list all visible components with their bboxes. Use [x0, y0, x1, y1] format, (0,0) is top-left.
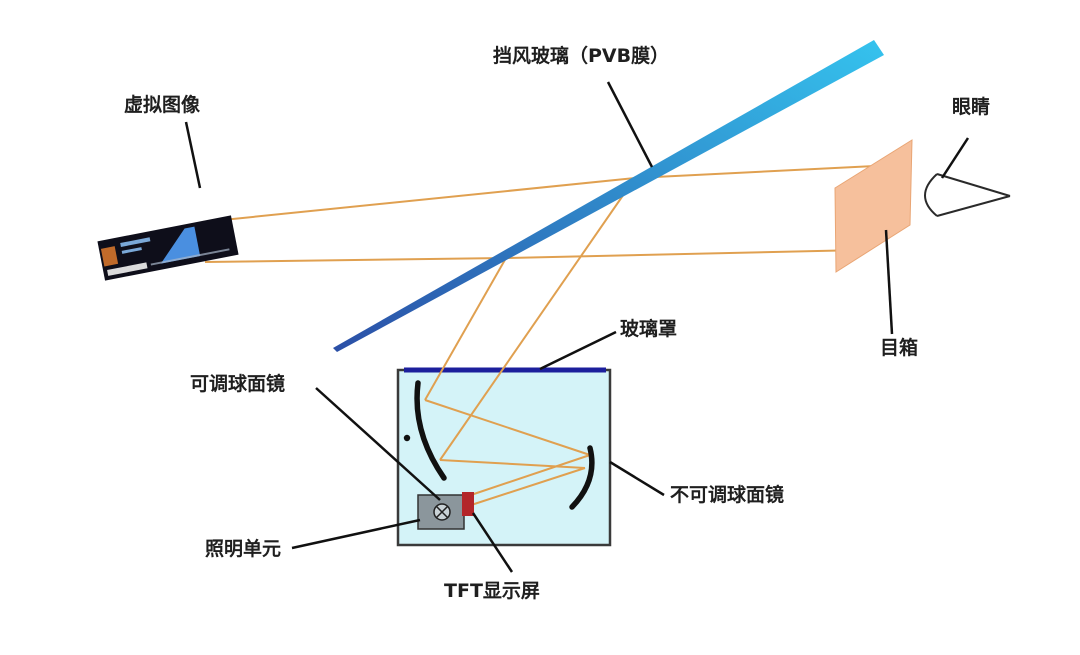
windshield [333, 40, 884, 352]
leader-lines [184, 81, 970, 573]
label-eyebox: 目箱 [880, 337, 919, 359]
adjustable-mirror [414, 380, 447, 481]
ray-tft-to-fixed-mirror-1 [461, 454, 591, 499]
leader-fixed-mirror [609, 460, 665, 497]
leader-illumination-unit [291, 518, 421, 550]
label-fixed-mirror: 不可调球面镜 [670, 484, 785, 506]
illumination-unit [417, 494, 465, 530]
tft-display [462, 492, 474, 516]
adjustable-mirror-pivot [403, 434, 411, 442]
ray-tft-to-fixed-mirror-2 [461, 467, 586, 509]
leader-tft-display [471, 512, 514, 573]
ray-adjustable-to-windshield-1 [424, 257, 507, 401]
label-illumination-unit: 照明单元 [205, 538, 282, 560]
label-virtual-image: 虚拟图像 [124, 94, 201, 116]
ray-windshield-to-eyebox-1 [634, 165, 876, 179]
label-glass-cover: 玻璃罩 [620, 318, 678, 340]
fixed-mirror [569, 445, 595, 510]
label-tft-display: TFT显示屏 [444, 580, 540, 602]
ray-adjustable-to-windshield-2 [439, 177, 636, 461]
virtual-image-thumbnail [97, 215, 239, 281]
ray-windshield-to-eyebox-2 [505, 249, 863, 259]
leader-windshield [606, 81, 654, 168]
eyebox [834, 139, 913, 273]
label-eye: 眼睛 [952, 96, 991, 118]
leader-glass-cover [539, 330, 617, 371]
leader-adjustable-mirror [315, 387, 441, 501]
ray-fixed-to-adjustable-1 [424, 399, 591, 456]
leader-virtual-image [184, 121, 202, 189]
eye-icon [924, 173, 1011, 217]
label-adjustable-mirror: 可调球面镜 [190, 373, 286, 395]
label-windshield: 挡风玻璃（PVB膜） [493, 45, 670, 67]
leader-eye [940, 137, 970, 179]
ray-fixed-to-adjustable-2 [439, 459, 586, 469]
leader-eyebox [884, 229, 894, 335]
ray-virtual-image-2 [204, 257, 507, 263]
ray-virtual-image-1 [202, 177, 636, 223]
light-rays [202, 165, 876, 509]
